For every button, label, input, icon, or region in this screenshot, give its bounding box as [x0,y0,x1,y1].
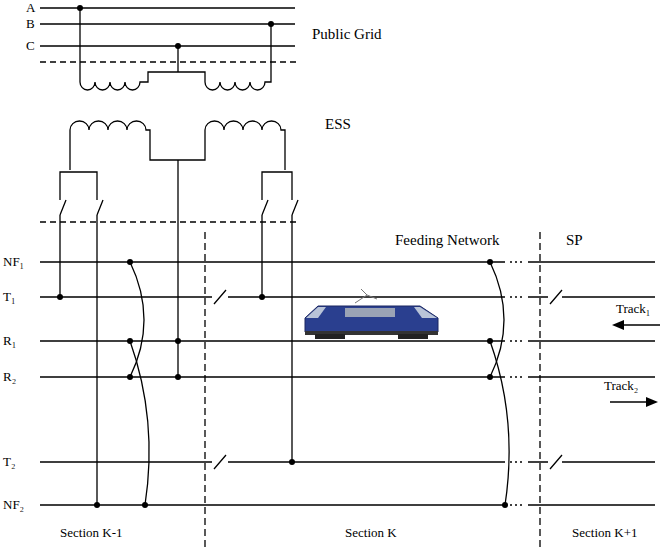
region-label: SP [566,232,583,249]
section-label: Section K+1 [572,526,637,540]
conductor-label: NF₂ [3,498,24,512]
conductor-label: T₁ [3,290,15,304]
section-label: Section K-1 [60,526,122,540]
locomotive [305,289,438,339]
conductor-label: R₁ [3,334,16,348]
component-label: ESS [325,116,351,133]
phase-label: C [26,39,35,53]
conductor-label: R₂ [3,370,16,384]
track-label: Track₁ [616,302,650,316]
phase-label: A [26,1,35,15]
section-label: Section K [345,526,397,540]
region-label: Public Grid [312,26,382,43]
region-label: Feeding Network [395,232,500,249]
conductor-label: NF₁ [3,255,24,269]
phase-label: B [26,17,35,31]
conductor-label: T₂ [3,455,15,469]
track-label: Track₂ [604,379,638,393]
